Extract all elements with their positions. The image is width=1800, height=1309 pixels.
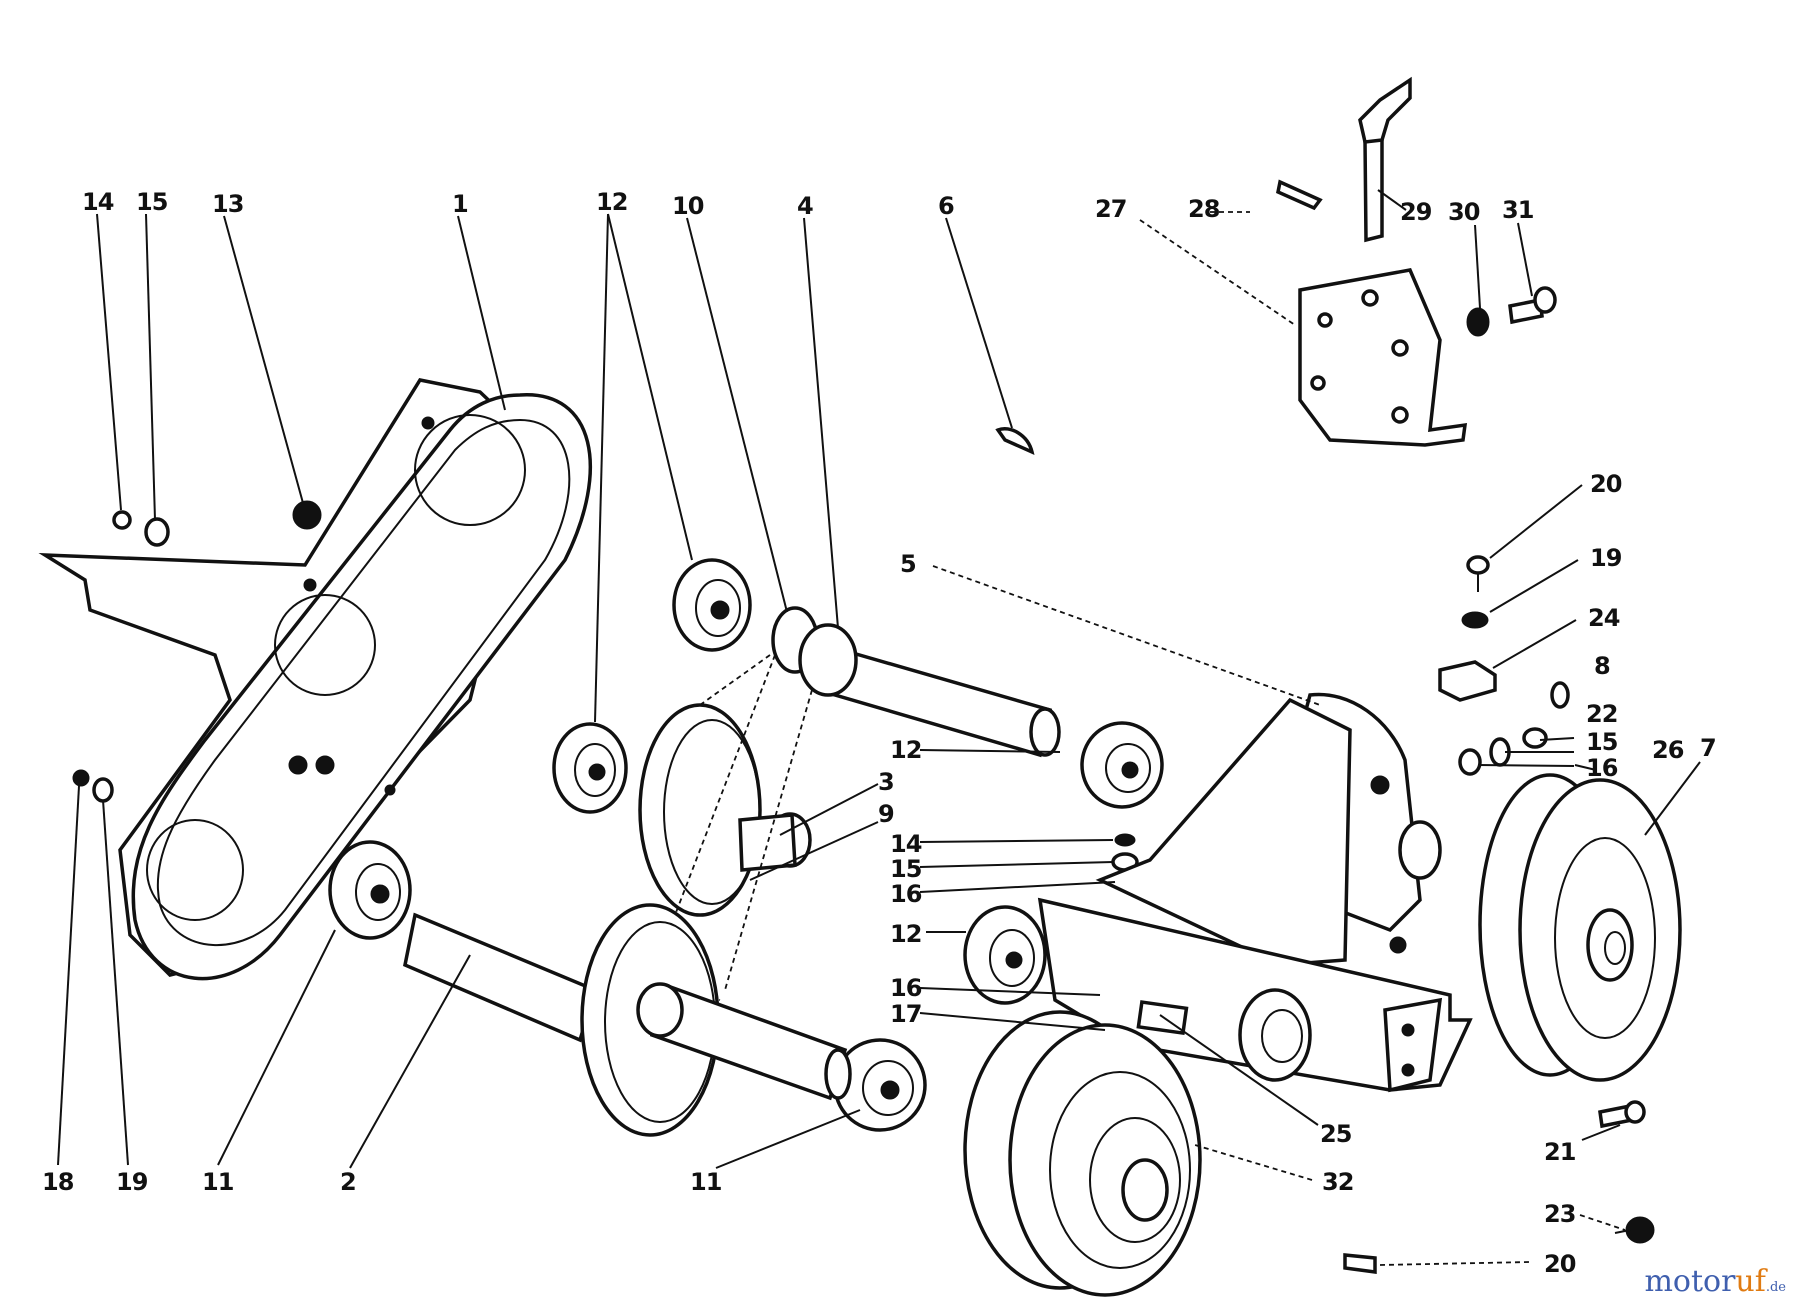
callout-22: 22 — [1586, 700, 1617, 728]
upper-shaft — [771, 606, 1061, 758]
nut-23 — [1614, 1216, 1655, 1244]
bearing-12-upper — [672, 558, 752, 652]
callout-12: 12 — [890, 736, 921, 764]
callout-labels: 14 15 13 1 12 10 4 6 27 28 29 30 31 20 1… — [42, 188, 1717, 1278]
callout-1: 1 — [452, 190, 468, 218]
nut-14-left — [112, 510, 132, 530]
callout-15: 15 — [136, 188, 168, 216]
nut-16-right — [1458, 748, 1482, 776]
callout-20: 20 — [1544, 1250, 1576, 1278]
callout-5: 5 — [900, 550, 916, 578]
callout-10: 10 — [672, 192, 704, 220]
leader-lines — [57, 189, 1701, 1266]
watermark-part-3: .de — [1765, 1280, 1786, 1295]
screw-31 — [1508, 286, 1557, 325]
callout-32: 32 — [1322, 1168, 1353, 1196]
bolt-21 — [1598, 1100, 1646, 1129]
nut-13 — [292, 500, 322, 530]
callout-15: 15 — [1586, 728, 1618, 756]
callout-16: 16 — [890, 974, 922, 1002]
bearing-11-left — [328, 840, 412, 940]
callout-11: 11 — [690, 1168, 722, 1196]
bearing-11-right — [833, 1038, 927, 1132]
callout-26: 26 — [1652, 736, 1684, 764]
callout-27: 27 — [1095, 195, 1126, 223]
washer-30 — [1466, 307, 1490, 337]
callout-19: 19 — [116, 1168, 148, 1196]
callout-18: 18 — [42, 1168, 74, 1196]
callout-2: 2 — [340, 1168, 356, 1196]
callout-31: 31 — [1502, 196, 1534, 224]
pin-20-lower — [1343, 1253, 1377, 1274]
woodruff-key — [995, 427, 1035, 456]
callout-23: 23 — [1544, 1200, 1575, 1228]
callout-25: 25 — [1320, 1120, 1352, 1148]
callout-8: 8 — [1594, 652, 1610, 680]
callout-12: 12 — [596, 188, 627, 216]
clamp-24 — [1438, 660, 1497, 702]
bolt-20-right — [1466, 555, 1490, 592]
spring-clip-28 — [1276, 179, 1323, 211]
callout-9: 9 — [878, 800, 894, 828]
washer-19-right — [1461, 611, 1489, 629]
callout-14: 14 — [82, 188, 114, 216]
washer-22 — [1522, 727, 1548, 749]
callout-20: 20 — [1590, 470, 1622, 498]
callout-28: 28 — [1188, 195, 1220, 223]
locking-pin-29 — [1358, 76, 1412, 243]
chain-case-cover — [38, 378, 592, 981]
callout-17: 17 — [890, 1000, 921, 1028]
bearing-12-housing — [963, 905, 1047, 1005]
callout-30: 30 — [1448, 198, 1480, 226]
callout-14: 14 — [890, 830, 922, 858]
callout-6: 6 — [938, 192, 954, 220]
washer-15-left — [144, 517, 170, 547]
callout-19: 19 — [1590, 544, 1622, 572]
part-8 — [1550, 681, 1570, 709]
sprocket-3 — [638, 703, 812, 917]
callout-11: 11 — [202, 1168, 234, 1196]
belt-pulley-32 — [963, 1010, 1202, 1297]
callout-7: 7 — [1700, 734, 1716, 762]
bearing-12-right — [1080, 721, 1164, 809]
watermark-part-2: uf — [1735, 1264, 1766, 1299]
callout-3: 3 — [878, 768, 894, 796]
callout-16: 16 — [1586, 754, 1618, 782]
callout-15: 15 — [890, 855, 922, 883]
bearing-12-lower — [552, 722, 628, 814]
callout-13: 13 — [212, 190, 243, 218]
callout-12: 12 — [890, 920, 921, 948]
washer-19-left — [92, 777, 114, 803]
nut-18 — [72, 769, 90, 787]
watermark-part-1: motor — [1644, 1264, 1736, 1299]
lower-shaft — [403, 903, 852, 1137]
motoruf-watermark: motoruf.de — [1644, 1264, 1786, 1299]
callout-21: 21 — [1544, 1138, 1576, 1166]
bracket-27 — [1298, 268, 1468, 447]
callout-16: 16 — [890, 880, 922, 908]
callout-4: 4 — [797, 192, 813, 220]
callout-24: 24 — [1588, 604, 1620, 632]
pulley-7 — [1478, 773, 1682, 1082]
callout-29: 29 — [1400, 198, 1432, 226]
